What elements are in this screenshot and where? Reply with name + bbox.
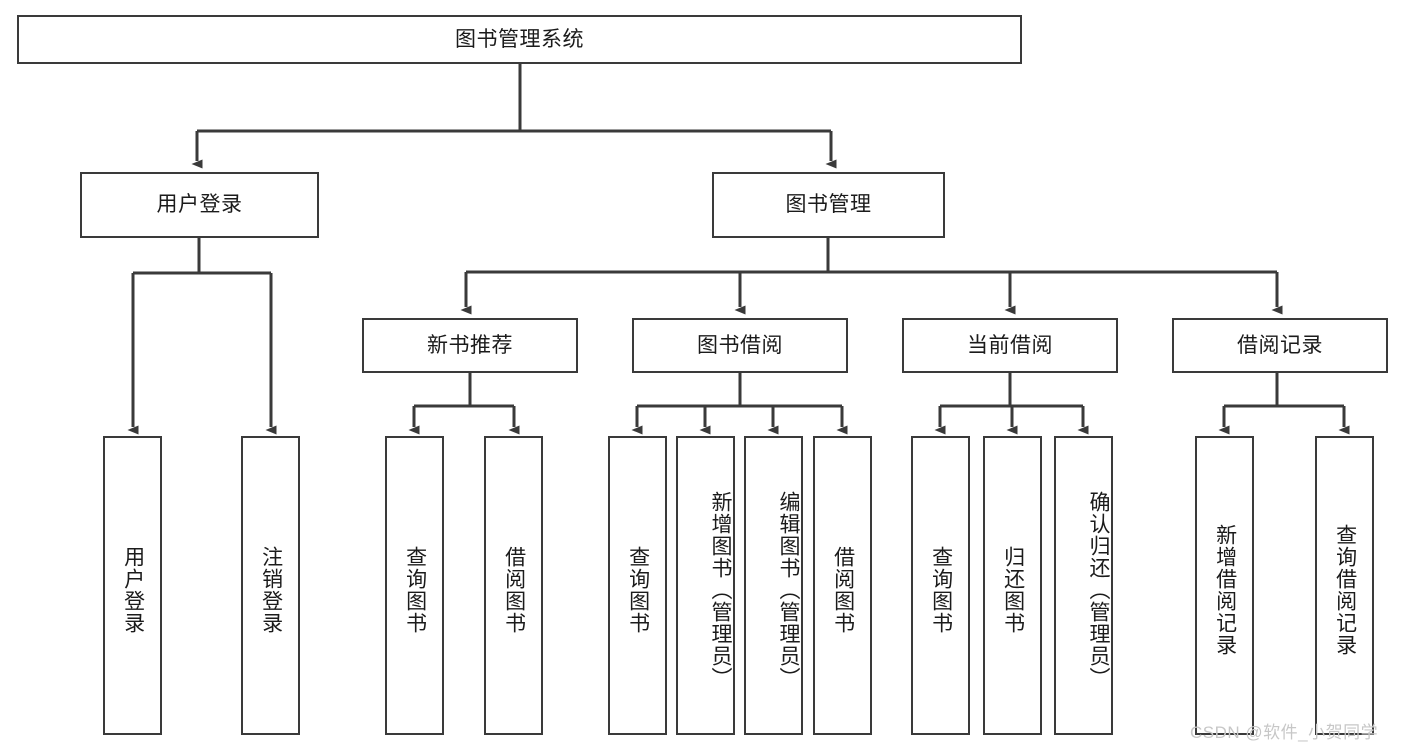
leaf-new-book-query[interactable]: 查询图书: [385, 436, 444, 735]
leaf-user-login-signout[interactable]: 注销登录: [241, 436, 300, 735]
leaf-user-login-signin[interactable]: 用户登录: [103, 436, 162, 735]
node-new-book-recommend[interactable]: 新书推荐: [362, 318, 578, 373]
leaf-current-borrow-return[interactable]: 归还图书: [983, 436, 1042, 735]
leaf-borrow-record-query[interactable]: 查询借阅记录: [1315, 436, 1374, 735]
leaf-current-borrow-query[interactable]: 查询图书: [911, 436, 970, 735]
node-book-borrow[interactable]: 图书借阅: [632, 318, 848, 373]
leaf-book-borrow-edit[interactable]: 编辑图书（管理员）: [744, 436, 803, 735]
node-user-login[interactable]: 用户登录: [80, 172, 319, 238]
node-book-management[interactable]: 图书管理: [712, 172, 945, 238]
node-current-borrow[interactable]: 当前借阅: [902, 318, 1118, 373]
node-root-system[interactable]: 图书管理系统: [17, 15, 1022, 64]
leaf-book-borrow-lend[interactable]: 借阅图书: [813, 436, 872, 735]
leaf-new-book-borrow[interactable]: 借阅图书: [484, 436, 543, 735]
leaf-book-borrow-query[interactable]: 查询图书: [608, 436, 667, 735]
leaf-book-borrow-add[interactable]: 新增图书（管理员）: [676, 436, 735, 735]
node-borrow-record[interactable]: 借阅记录: [1172, 318, 1388, 373]
leaf-borrow-record-add[interactable]: 新增借阅记录: [1195, 436, 1254, 735]
leaf-current-borrow-confirm-return[interactable]: 确认归还（管理员）: [1054, 436, 1113, 735]
